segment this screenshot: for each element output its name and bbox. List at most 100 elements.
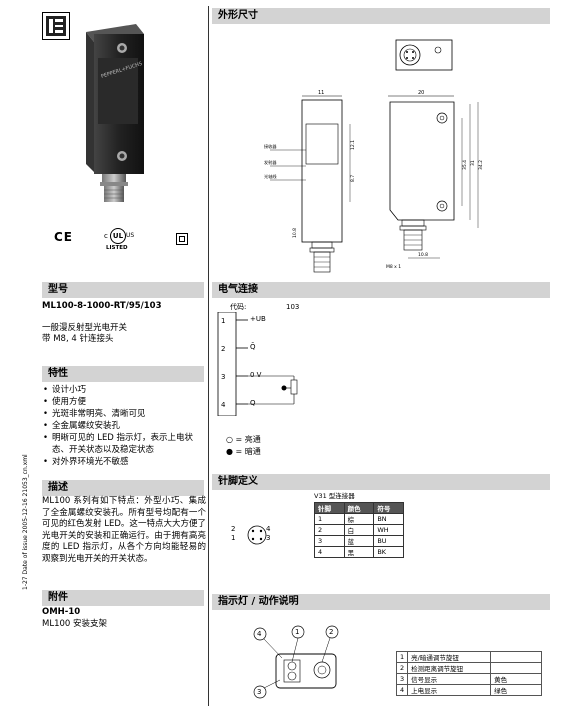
issue-date-label: 1-27 Date of issue 2005-12-16 21053_cn.x… — [22, 454, 29, 590]
table-cell: 3 — [314, 535, 345, 547]
dim-front-width: 11 — [318, 90, 324, 96]
connector-label-2: 2 — [231, 525, 236, 533]
dim-h3: 35.4 — [462, 160, 468, 170]
feature-item: 全金属螺纹安装孔 — [42, 420, 206, 432]
class-ii-icon — [176, 233, 188, 245]
table-cell: 亮/暗通调节旋钮 — [407, 651, 492, 663]
table-cell — [490, 662, 543, 674]
dim-h2: 8.7 — [350, 175, 356, 182]
table-cell: 2 — [314, 524, 345, 536]
feature-item: 对外界环境光不敏感 — [42, 456, 206, 468]
connector-face-icon — [232, 522, 282, 548]
table-header-cell: 颜色 — [343, 502, 375, 514]
led-table: 1 亮/暗通调节旋钮 2 检测距离调节旋钮 3 信号显示 黄色 4 上电显示 绿… — [395, 651, 543, 696]
section-header-accessories: 附件 — [42, 590, 204, 606]
led-location-drawing — [246, 622, 354, 706]
table-header-row: 针脚 颜色 符号 — [314, 502, 404, 514]
feature-list: 设计小巧 使用方便 光斑非常明亮、清晰可见 全金属螺纹安装孔 明晰可见的 LED… — [42, 384, 206, 468]
ul-c-letter: c — [104, 232, 108, 240]
dim-thread: M8 x 1 — [386, 264, 401, 270]
table-row: 1 棕 BN — [314, 513, 404, 525]
table-row: 3 蓝 BU — [314, 535, 404, 547]
connector-label-4: 4 — [266, 525, 271, 533]
table-cell — [490, 651, 543, 663]
section-header-features: 特性 — [42, 366, 204, 382]
connector-label-3: 3 — [266, 534, 271, 542]
sensor-type-icon — [42, 12, 70, 40]
section-header-dimensions: 外形尺寸 — [212, 8, 550, 24]
table-cell: 4 — [314, 546, 345, 558]
callout-2: 2 — [329, 628, 334, 636]
callout-4: 4 — [257, 630, 262, 638]
table-cell: 信号显示 — [407, 673, 492, 685]
section-header-pinout: 针脚定义 — [212, 474, 550, 490]
table-cell: 4 — [395, 684, 409, 696]
accessory-part: OMH-10 — [42, 607, 81, 617]
legend-light-on: ○ = 亮通 — [226, 435, 261, 444]
ul-listed-mark: c UL US LISTED — [104, 226, 144, 258]
accessory-desc: ML100 安装支架 — [42, 619, 107, 629]
table-row: 3 信号显示 黄色 — [395, 673, 543, 685]
ul-circle-icon: UL — [110, 228, 126, 244]
model-desc-line1: 一般漫反射型光电开关 — [42, 323, 128, 333]
table-cell: WH — [373, 524, 404, 536]
product-photo: PEPPERL+FUCHS — [78, 18, 158, 208]
model-number: ML100-8-1000-RT/95/103 — [42, 301, 162, 311]
feature-item: 使用方便 — [42, 396, 206, 408]
ul-us-letters: US — [126, 232, 135, 239]
ul-listed-text: LISTED — [106, 245, 128, 251]
table-cell: BN — [373, 513, 404, 525]
table-cell: 绿色 — [490, 684, 543, 696]
table-cell: 棕 — [343, 513, 375, 525]
label-axis: 光轴线 — [264, 173, 277, 180]
table-header-cell: 符号 — [373, 502, 404, 514]
table-cell: 白 — [343, 524, 375, 536]
table-cell: 1 — [314, 513, 345, 525]
description-text: ML100 系列有如下特点：外型小巧、集成了全金属螺纹安装孔。所有型号均配有一个… — [42, 496, 206, 564]
connector-label-1: 1 — [231, 534, 236, 542]
code-value: 103 — [286, 303, 300, 311]
dimension-drawing: 11 接收器 发射器 光轴线 12.1 8.7 10.8 20 — [258, 32, 508, 274]
table-cell: BU — [373, 535, 404, 547]
table-cell: 检测距离调节旋钮 — [407, 662, 492, 674]
label-receiver: 接收器 — [264, 143, 277, 150]
table-cell: 2 — [395, 662, 409, 674]
model-desc-line2: 带 M8, 4 针连接头 — [42, 334, 114, 344]
feature-item: 光斑非常明亮、清晰可见 — [42, 408, 206, 420]
feature-item: 明晰可见的 LED 指示灯，表示上电状态、开关状态以及稳定状态 — [42, 432, 206, 456]
pin-name-2: Q̄ — [250, 343, 256, 351]
code-label: 代码: — [230, 303, 247, 311]
connector-caption: V31 型连接器 — [314, 492, 355, 500]
pin-num-2: 2 — [221, 345, 226, 353]
dim-top-width: 20 — [418, 90, 424, 96]
dim-thread-w: 10.8 — [418, 252, 428, 258]
table-cell: 蓝 — [343, 535, 375, 547]
pin-name-4: Q — [250, 399, 256, 407]
pin-num-4: 4 — [221, 401, 226, 409]
table-cell: 3 — [395, 673, 409, 685]
wiring-diagram — [214, 311, 334, 417]
table-row: 2 检测距离调节旋钮 — [395, 662, 543, 674]
table-row: 4 黑 BK — [314, 546, 404, 558]
table-header-cell: 针脚 — [314, 502, 345, 514]
table-row: 4 上电显示 绿色 — [395, 684, 543, 696]
dim-h5: 34.2 — [478, 160, 484, 170]
pin-num-3: 3 — [221, 373, 226, 381]
label-emitter: 发射器 — [264, 159, 277, 166]
table-row: 1 亮/暗通调节旋钮 — [395, 651, 543, 663]
feature-item: 设计小巧 — [42, 384, 206, 396]
table-cell: 1 — [395, 651, 409, 663]
column-divider — [208, 6, 209, 706]
table-cell: BK — [373, 546, 404, 558]
dim-h1: 12.1 — [350, 140, 356, 150]
section-header-description: 描述 — [42, 480, 204, 496]
callout-1: 1 — [295, 628, 300, 636]
callout-3: 3 — [257, 688, 262, 696]
table-row: 2 白 WH — [314, 524, 404, 536]
pin-name-1: +UB — [250, 315, 266, 323]
section-header-model: 型号 — [42, 282, 204, 298]
ce-mark: CE — [54, 230, 74, 244]
pin-num-1: 1 — [221, 317, 226, 325]
table-cell: 上电显示 — [407, 684, 492, 696]
